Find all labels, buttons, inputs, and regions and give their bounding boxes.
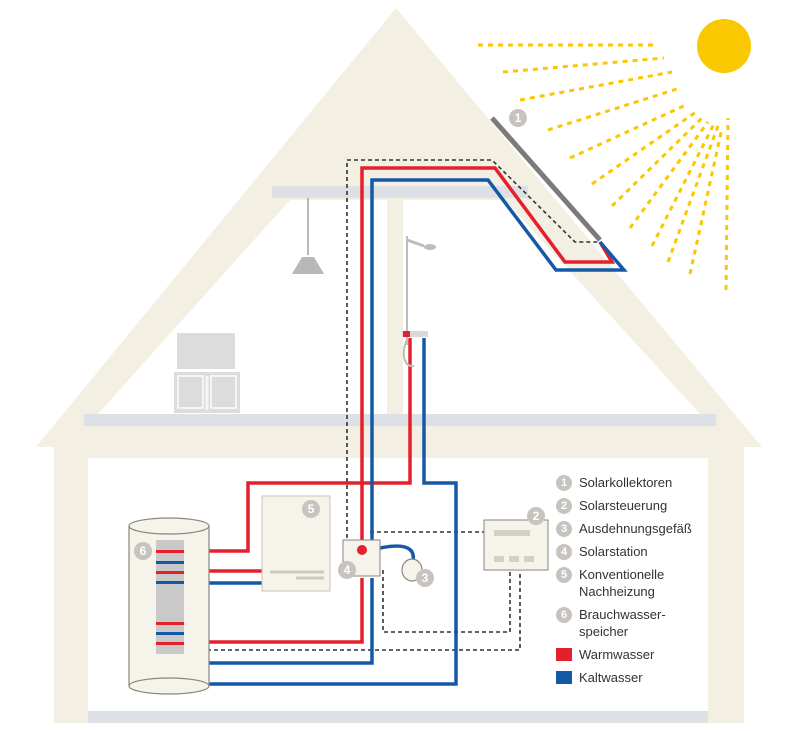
legend-label: Warmwasser [579, 647, 655, 662]
control-wiring [200, 159, 600, 651]
legend-item: 3 Ausdehnungsgefäß [556, 520, 792, 537]
legend-number: 5 [556, 567, 572, 583]
cold-swatch [556, 671, 572, 684]
pump-indicator-icon [357, 545, 367, 555]
legend-item: 2 Solarsteuerung [556, 497, 792, 514]
tv-screen-icon [177, 333, 235, 369]
lamp-shade-icon [292, 257, 324, 274]
legend-number: 4 [556, 544, 572, 560]
badge-solar-station: 4 [338, 561, 356, 579]
badge-heater: 5 [302, 500, 320, 518]
legend-item: 1 Solarkollektoren [556, 474, 792, 491]
upper-floor-slab [84, 414, 716, 426]
legend-item: 5 Konventionelle Nachheizung [556, 566, 792, 600]
legend: 1 Solarkollektoren 2 Solarsteuerung 3 Au… [556, 474, 792, 692]
warm-swatch [556, 648, 572, 661]
legend-label: Ausdehnungsgefäß [579, 521, 692, 536]
ground-floor-slab [88, 711, 708, 723]
legend-number: 1 [556, 475, 572, 491]
cold-water-pipes [192, 178, 628, 686]
legend-label: Solarkollektoren [579, 475, 673, 490]
wall-pillar [387, 198, 403, 414]
legend-label: Kaltwasser [579, 670, 643, 685]
badge-expansion-vessel: 3 [416, 569, 434, 587]
legend-item: 6 Brauchwasser-speicher [556, 606, 792, 640]
badge-solar-controller: 2 [527, 507, 545, 525]
legend-item-warm: Warmwasser [556, 646, 792, 663]
solar-controller-unit [483, 519, 549, 571]
attic-beam [272, 186, 528, 198]
legend-number: 2 [556, 498, 572, 514]
badge-storage-tank: 6 [134, 542, 152, 560]
legend-label: Solarsteuerung [579, 498, 668, 513]
sun-rays-icon [478, 43, 730, 291]
legend-number: 3 [556, 521, 572, 537]
legend-item-cold: Kaltwasser [556, 669, 792, 686]
sun-icon [697, 19, 751, 73]
legend-label: Solarstation [579, 544, 648, 559]
legend-item: 4 Solarstation [556, 543, 792, 560]
shower-icon [402, 236, 436, 368]
legend-number: 6 [556, 607, 572, 623]
badge-solar-collectors: 1 [509, 109, 527, 127]
legend-label: Konventionelle Nachheizung [579, 567, 665, 599]
legend-label: Brauchwasser-speicher [579, 607, 666, 639]
solar-collector-panel [490, 116, 602, 242]
